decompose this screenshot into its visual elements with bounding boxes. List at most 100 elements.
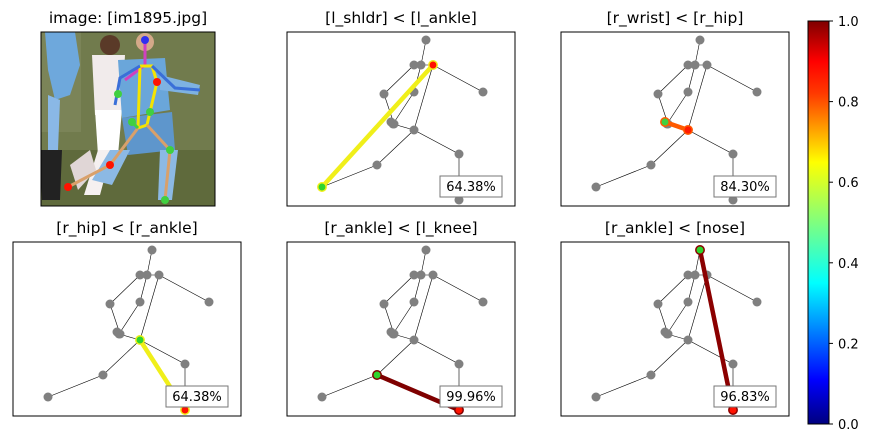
pose-panel: [l_shldr] < [l_ankle]64.38% (286, 9, 516, 207)
bone-line (687, 64, 708, 131)
joint-point (690, 270, 700, 280)
bone-line (413, 129, 460, 155)
bone-line (392, 91, 415, 125)
highlight-start-joint (428, 60, 438, 70)
bone-line (321, 164, 378, 188)
bone-line (413, 64, 434, 131)
highlight-end-joint (372, 370, 382, 380)
bone-line (376, 339, 415, 376)
bone-line (139, 274, 148, 303)
joint-point (683, 60, 693, 70)
joint-point (683, 270, 693, 280)
image-panel: image: [im1895.jpg] (40, 9, 216, 207)
bone-line (109, 274, 141, 305)
bone-line (321, 374, 378, 398)
score-badge (713, 175, 777, 198)
highlight-end-joint (695, 245, 705, 255)
bone-line (687, 64, 696, 93)
bone-line (413, 339, 460, 365)
bone-line (139, 339, 186, 365)
bone-line (413, 274, 434, 341)
score-badge-text: 64.38% (172, 390, 222, 405)
score-badge (439, 175, 503, 198)
colorbar-tick-label: 1.0 (838, 15, 859, 30)
joint-point (591, 182, 601, 192)
joint-point (454, 195, 464, 205)
bone-line (376, 129, 415, 166)
joint-point (135, 297, 145, 307)
bone-line (687, 274, 708, 341)
colorbar-tick-label: 0.8 (838, 96, 859, 111)
bone-line (657, 274, 689, 305)
highlight-end-joint (683, 125, 693, 135)
score-badge (165, 385, 229, 408)
colorbar: 0.00.20.40.60.81.0 (807, 15, 859, 433)
score-badge-text: 64.38% (446, 180, 496, 195)
highlight-end-joint (317, 182, 327, 192)
joint-point (421, 245, 431, 255)
colorbar-gradient (807, 20, 830, 425)
joint-point (147, 245, 157, 255)
bone-line (666, 91, 689, 125)
highlight-start-joint (660, 117, 670, 127)
bone-line (666, 301, 689, 335)
bone-line (432, 274, 484, 303)
joint-point (683, 297, 693, 307)
joint-point (421, 35, 431, 45)
panel-title: [r_wrist] < [r_hip] (607, 9, 744, 28)
joint-point (98, 370, 108, 380)
joint-point (428, 270, 438, 280)
joint-point (690, 60, 700, 70)
bone-line (413, 274, 422, 303)
joint-point (683, 87, 693, 97)
bone-line (595, 374, 652, 398)
bone-line (650, 339, 689, 376)
pose-panel: [r_ankle] < [l_knee] 99.96% (286, 219, 516, 417)
joint-point (702, 60, 712, 70)
image-panel-title: image: [im1895.jpg] (49, 9, 207, 27)
bone-line (687, 339, 734, 365)
joint-point (43, 392, 53, 402)
joint-point (154, 270, 164, 280)
joint-point (591, 392, 601, 402)
pose-panel: [r_ankle] < [nose]96.83% (560, 219, 790, 417)
joint-point (416, 270, 426, 280)
panel-title: [r_hip] < [r_ankle] (56, 219, 197, 238)
bone-line (102, 339, 141, 376)
joint-point (114, 329, 124, 339)
score-badge-text: 96.83% (720, 390, 770, 405)
bone-line (383, 64, 415, 95)
joint-point (683, 335, 693, 345)
bone-line (650, 129, 689, 166)
joint-point (646, 370, 656, 380)
joint-point (653, 89, 663, 99)
colorbar-tick-label: 0.6 (838, 176, 859, 191)
joint-point (416, 60, 426, 70)
joint-point (752, 87, 762, 97)
joint-point (695, 35, 705, 45)
joint-point (454, 149, 464, 159)
joint-point (653, 299, 663, 309)
joint-point (379, 299, 389, 309)
bone-line (392, 301, 415, 335)
score-badge-text: 99.96% (446, 390, 496, 405)
joint-point (478, 297, 488, 307)
joint-point (728, 359, 738, 369)
bone-line (706, 64, 758, 93)
joint-point (317, 392, 327, 402)
joint-point (478, 87, 488, 97)
bone-line (383, 274, 415, 305)
colorbar-tick-label: 0.0 (838, 418, 859, 433)
bone-line (706, 274, 758, 303)
joint-point (135, 270, 145, 280)
joint-point (409, 297, 419, 307)
joint-point (728, 149, 738, 159)
joint-point (646, 160, 656, 170)
panel-title: [r_ankle] < [l_knee] (324, 219, 477, 238)
score-badge (713, 385, 777, 408)
joint-point (372, 160, 382, 170)
highlight-bone (697, 249, 736, 411)
score-badge (439, 385, 503, 408)
joint-point (409, 60, 419, 70)
